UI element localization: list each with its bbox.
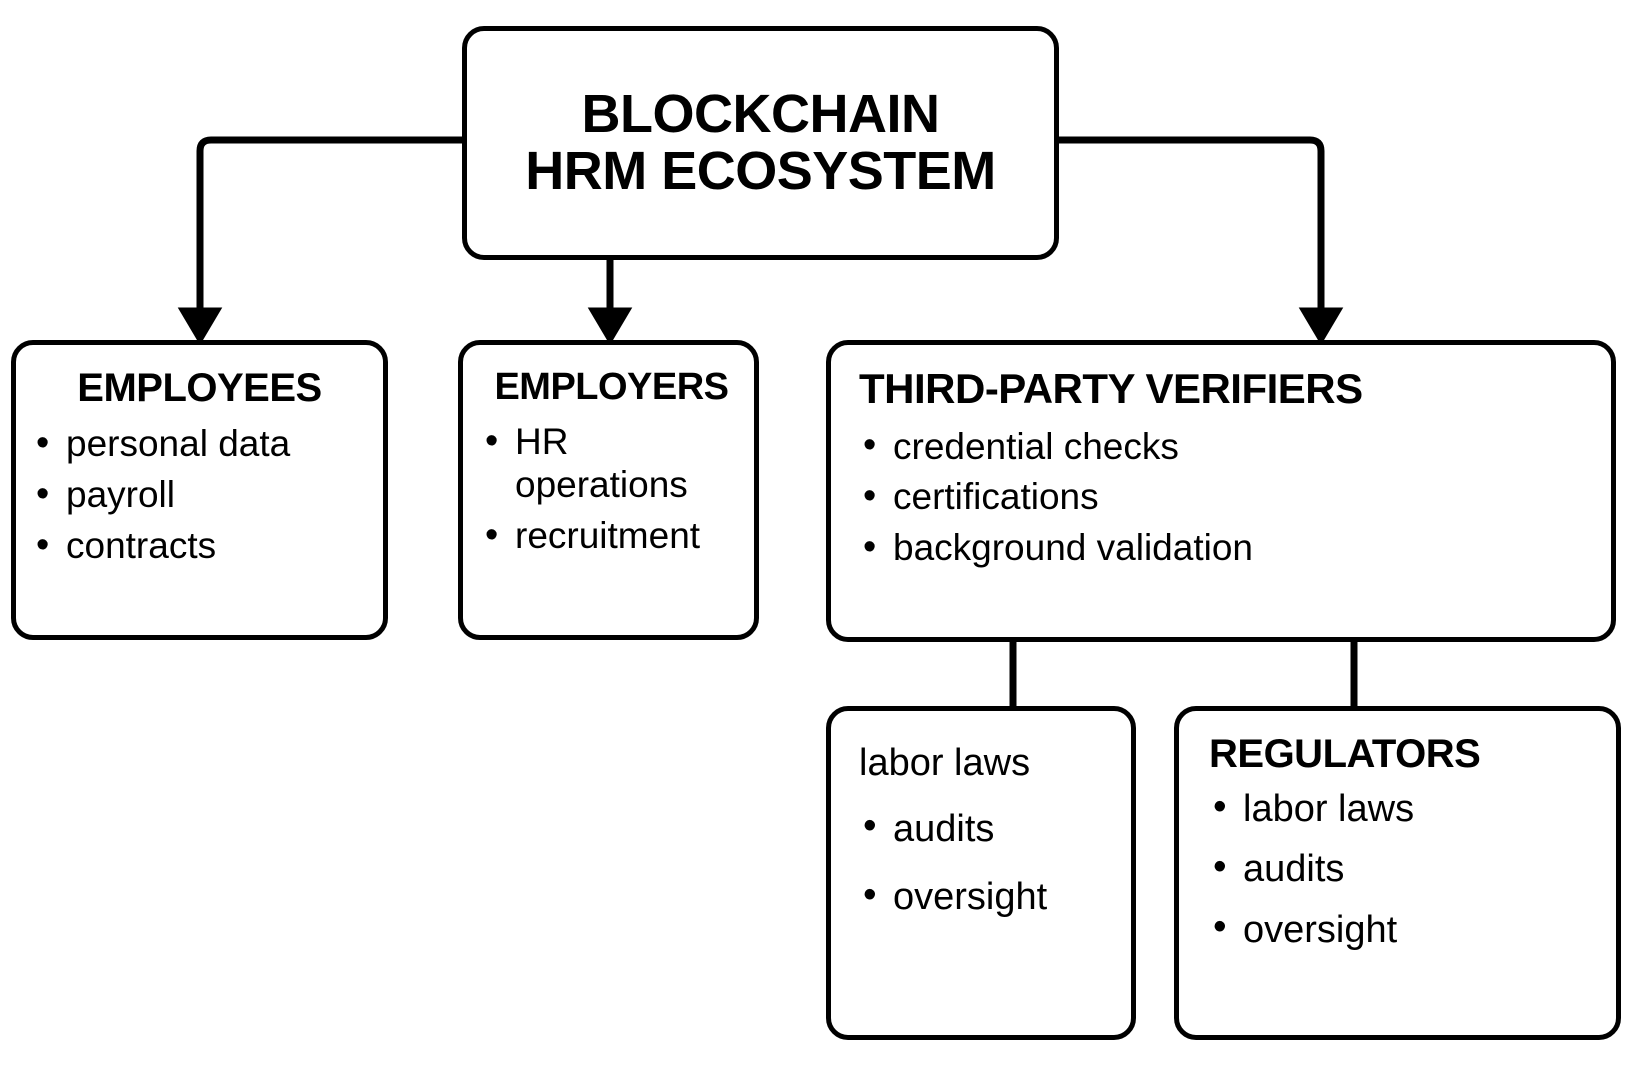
list-item: oversight <box>859 873 1119 919</box>
connector-root-to-employees <box>177 136 462 346</box>
verifiers-bullet-list: credential checks certifications backgro… <box>859 423 1597 571</box>
verifiers-title: THIRD-PARTY VERIFIERS <box>859 365 1363 412</box>
regulators-bullet-list: labor laws audits oversight <box>1209 785 1604 952</box>
list-item: contracts <box>32 523 367 568</box>
list-item: audits <box>1209 845 1604 891</box>
labor-laws-heading: labor laws <box>859 742 1031 784</box>
employees-bullet-list: personal data payroll contracts <box>32 421 367 568</box>
root-title-line-1: BLOCKCHAIN <box>581 83 940 144</box>
employers-title: EMPLOYERS <box>494 366 729 408</box>
regulators-title: REGULATORS <box>1209 732 1481 776</box>
list-item: recruitment <box>481 513 742 558</box>
list-item: HR operations <box>481 419 742 507</box>
node-employees[interactable]: EMPLOYEES personal data payroll contract… <box>11 340 388 640</box>
list-item: payroll <box>32 472 367 517</box>
labor-laws-bullet-list: audits oversight <box>859 804 1119 919</box>
node-blockchain-hrm-ecosystem[interactable]: BLOCKCHAIN HRM ECOSYSTEM <box>462 26 1059 260</box>
list-item: oversight <box>1209 905 1604 952</box>
node-employers[interactable]: EMPLOYERS HR operations recruitment <box>458 340 759 640</box>
list-item: labor laws <box>1209 785 1604 831</box>
root-title: BLOCKCHAIN HRM ECOSYSTEM <box>525 83 996 201</box>
list-item: credential checks <box>859 423 1597 469</box>
node-regulators[interactable]: REGULATORS labor laws audits oversight <box>1174 706 1621 1040</box>
list-item: certifications <box>859 474 1597 519</box>
list-item: audits <box>859 804 1119 851</box>
root-title-line-2: HRM ECOSYSTEM <box>525 141 996 201</box>
node-labor-laws[interactable]: labor laws audits oversight <box>826 706 1136 1040</box>
connector-root-to-verifiers <box>1059 136 1344 346</box>
node-third-party-verifiers[interactable]: THIRD-PARTY VERIFIERS credential checks … <box>826 340 1616 642</box>
employees-title: EMPLOYEES <box>77 366 322 410</box>
list-item: background validation <box>859 525 1597 570</box>
list-item: personal data <box>32 421 367 466</box>
employers-bullet-list: HR operations recruitment <box>481 419 742 558</box>
